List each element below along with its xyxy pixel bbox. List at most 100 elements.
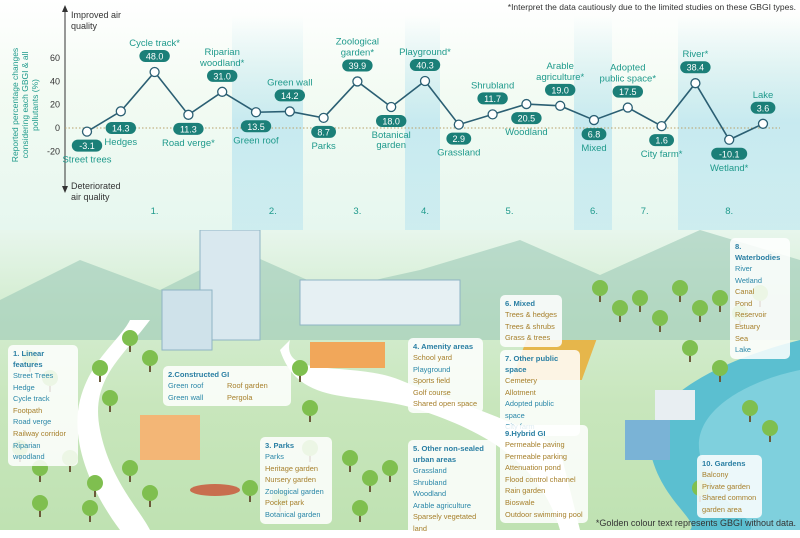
- data-point[interactable]: [453, 119, 464, 130]
- tree-icon: [672, 280, 688, 296]
- category-label: Green roof: [233, 135, 279, 146]
- data-label: 2.9: [453, 134, 466, 144]
- y-bottom-label: Deteriorated: [71, 181, 121, 191]
- tree-icon: [352, 500, 368, 516]
- value-badge: [649, 134, 674, 147]
- category-label: Mixed: [581, 143, 606, 154]
- category-label: Woodland: [505, 127, 548, 138]
- data-label: 11.3: [180, 124, 197, 134]
- legend-item: Botanical garden: [265, 509, 321, 519]
- playground: [140, 415, 200, 460]
- data-point[interactable]: [487, 109, 498, 120]
- legend-item: Cycle track: [13, 394, 50, 404]
- legend-item: Rain garden: [505, 486, 546, 496]
- data-point[interactable]: [724, 134, 735, 145]
- tree-icon: [142, 485, 158, 501]
- data-point[interactable]: [690, 78, 701, 89]
- villa: [655, 390, 695, 420]
- group-label: 8.: [725, 206, 733, 217]
- data-label: 39.9: [349, 61, 367, 71]
- category-label: Riparian: [205, 47, 240, 58]
- data-label: 14.3: [112, 124, 130, 134]
- tree-icon: [242, 480, 258, 496]
- legend-item: Bioswale: [505, 497, 535, 507]
- data-point[interactable]: [318, 112, 329, 123]
- category-label: agriculture*: [536, 72, 584, 83]
- data-label: 31.0: [213, 71, 231, 81]
- data-point[interactable]: [115, 106, 126, 117]
- tree-icon: [712, 290, 728, 306]
- footnote-bottom: *Golden colour text represents GBGI with…: [595, 518, 796, 528]
- legend-item: Shared open space: [413, 399, 478, 409]
- data-point[interactable]: [250, 107, 262, 118]
- data-point[interactable]: [622, 102, 633, 113]
- data-point[interactable]: [284, 106, 295, 117]
- house: [625, 420, 670, 460]
- y-tick-label: 40: [50, 76, 60, 86]
- data-point[interactable]: [386, 101, 397, 113]
- fountain: [190, 484, 240, 496]
- data-point[interactable]: [183, 109, 194, 120]
- data-point[interactable]: [757, 118, 769, 129]
- category-label: Adopted: [610, 63, 645, 74]
- data-point[interactable]: [149, 66, 160, 78]
- legend-item: Permeable paving: [505, 440, 565, 449]
- group-label: 7.: [641, 206, 649, 217]
- value-badge: [511, 112, 542, 125]
- group-label: 2.: [269, 206, 277, 217]
- legend-item: Flood control channel: [505, 474, 576, 484]
- category-label: Playground*: [399, 47, 451, 58]
- tree-icon: [32, 495, 48, 511]
- legend-item: Playground: [413, 364, 451, 374]
- legend-item: Estuary: [735, 321, 761, 331]
- value-badge: [612, 85, 643, 98]
- data-label: 38.4: [687, 63, 705, 73]
- legend-title: 5. Other non-sealed urban areas: [413, 444, 484, 464]
- data-point[interactable]: [656, 120, 667, 132]
- y-top-label: Improved air: [71, 10, 121, 20]
- value-badge: [311, 125, 336, 138]
- legend-title: 1. Linear features: [13, 349, 45, 369]
- road: [280, 340, 580, 530]
- legend-title: 7. Other public space: [505, 354, 559, 374]
- legend-item: Sports field: [413, 376, 450, 386]
- group-band: [678, 15, 800, 230]
- tree-icon: [82, 500, 98, 516]
- legend-item: Outdoor swimming pool: [505, 509, 583, 519]
- legend-item: Canal: [735, 287, 755, 297]
- data-point[interactable]: [81, 126, 93, 137]
- data-point[interactable]: [555, 100, 566, 111]
- category-label: Botanical: [372, 130, 411, 141]
- tree-icon: [292, 360, 308, 376]
- data-label: 20.5: [518, 114, 536, 124]
- legend-item: Railway corridor: [13, 428, 66, 438]
- data-point[interactable]: [588, 114, 600, 126]
- legend-item: Riparian woodland: [13, 440, 45, 462]
- tree-icon: [632, 290, 648, 306]
- category-label: City farm*: [641, 149, 683, 160]
- legend-item: Grassland: [413, 466, 447, 475]
- category-label: woodland*: [199, 58, 245, 69]
- data-point[interactable]: [521, 98, 532, 110]
- legend-item: Zoological garden: [265, 486, 324, 496]
- data-point[interactable]: [419, 75, 431, 87]
- value-badge: [376, 115, 407, 127]
- group-label: 6.: [590, 206, 598, 217]
- tree-icon: [102, 390, 118, 406]
- legend-item: Golf course: [413, 387, 451, 397]
- tree-icon: [142, 350, 158, 366]
- data-point[interactable]: [217, 86, 228, 97]
- value-badge: [342, 59, 373, 72]
- category-label: garden: [376, 140, 406, 151]
- tree-icon: [92, 360, 108, 376]
- tree-icon: [342, 450, 358, 466]
- value-badge: [240, 120, 272, 133]
- data-point[interactable]: [352, 76, 363, 87]
- legend-item: Pond: [735, 298, 753, 308]
- value-badge: [680, 61, 711, 74]
